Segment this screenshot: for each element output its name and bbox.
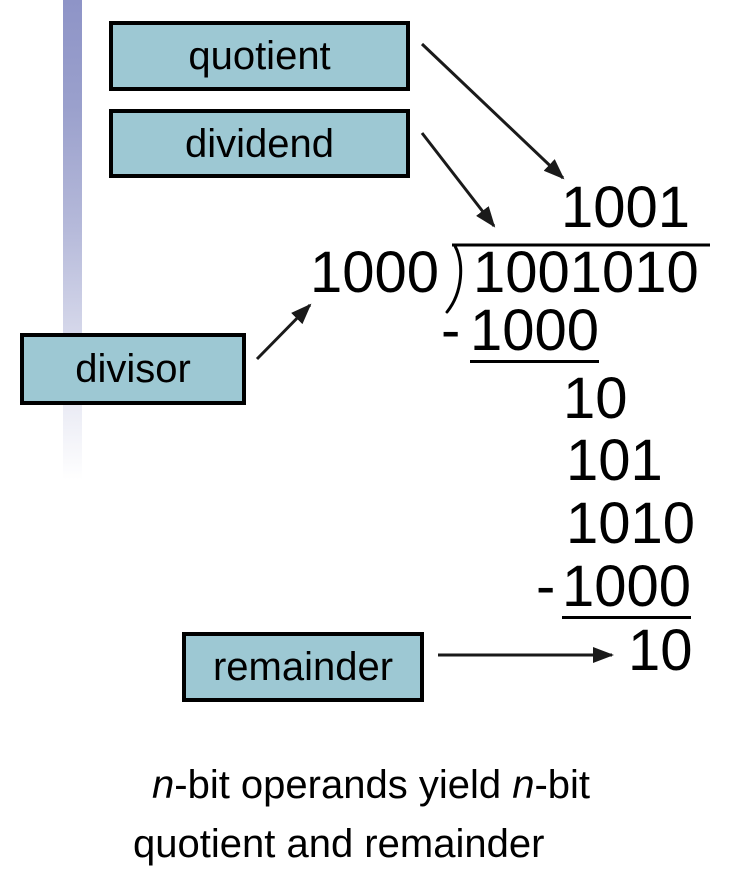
- quotient-arrow: [420, 42, 565, 180]
- partial-remainder-1: 10: [563, 366, 628, 431]
- divisor-label-box: divisor: [20, 333, 246, 405]
- subtract2-minus-sign: -: [536, 554, 556, 619]
- divisor-arrow: [255, 303, 312, 361]
- division-quotient-value: 1001: [561, 175, 691, 240]
- subtract1-minus-sign: -: [441, 298, 461, 363]
- remainder-label-box: remainder: [182, 632, 424, 702]
- quotient-label: quotient: [188, 34, 331, 78]
- caption-italic-n-2: n: [512, 763, 535, 807]
- subtract1-value: 1000: [470, 298, 600, 363]
- division-divisor-value: 1000: [310, 240, 440, 305]
- caption-line-1: n-bit operands yield n-bit: [152, 765, 590, 805]
- division-dividend-value: 1001010: [473, 240, 699, 305]
- caption-line-2: quotient and remainder: [133, 822, 545, 866]
- final-remainder-value: 10: [628, 618, 693, 683]
- dividend-label: dividend: [184, 121, 334, 166]
- partial-remainder-2: 101: [566, 428, 663, 493]
- subtract2-value: 1000: [562, 554, 692, 619]
- caption-text-1: -bit operands yield: [174, 763, 513, 807]
- dividend-arrow: [420, 132, 496, 228]
- caption-text-2: -bit: [534, 763, 591, 807]
- caption-italic-n-1: n: [152, 763, 175, 807]
- dividend-label-box: dividend: [109, 109, 410, 178]
- partial-remainder-3: 1010: [566, 491, 696, 556]
- accent-gradient-bar: [63, 0, 82, 480]
- quotient-label-box: quotient: [109, 21, 410, 91]
- remainder-label: remainder: [212, 645, 394, 689]
- divisor-label: divisor: [75, 347, 191, 391]
